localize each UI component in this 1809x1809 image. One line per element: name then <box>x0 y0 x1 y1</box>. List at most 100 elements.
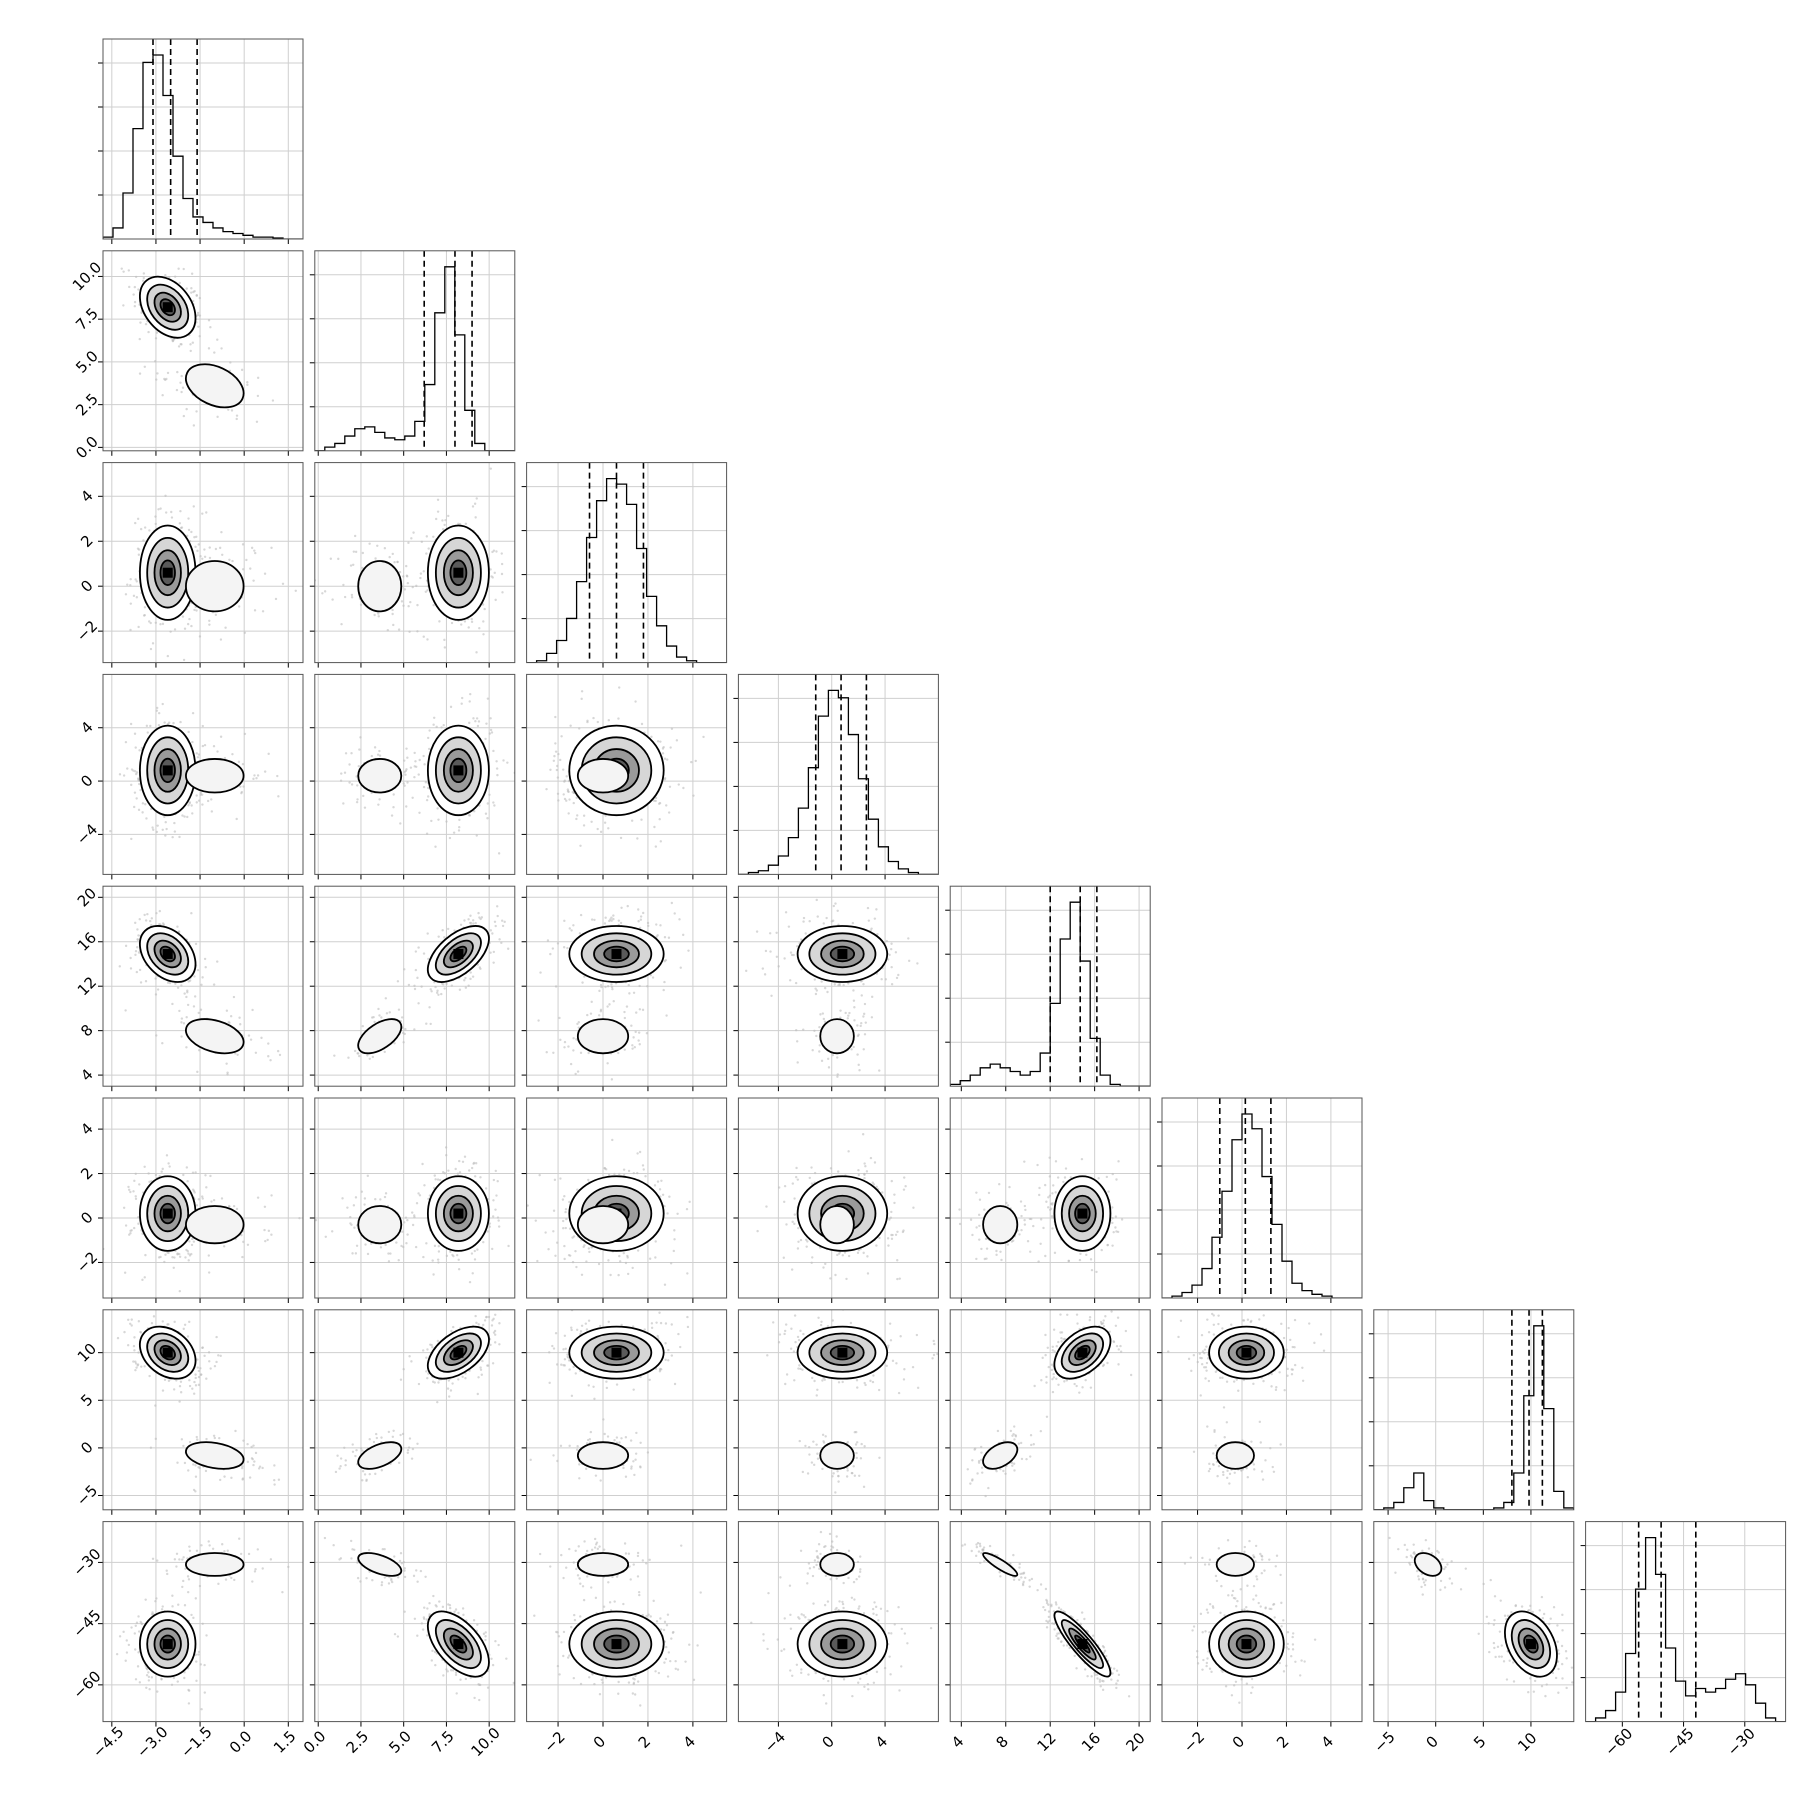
sample-point <box>496 914 499 918</box>
sample-point <box>582 814 586 817</box>
sample-point <box>583 1244 586 1247</box>
sample-point <box>568 1200 571 1204</box>
sample-point <box>799 938 803 941</box>
sample-point <box>437 1245 440 1248</box>
sample-point <box>406 756 409 759</box>
sample-point <box>137 934 140 937</box>
sample-point <box>446 927 450 931</box>
panel-content <box>745 898 919 1078</box>
sample-point <box>442 724 445 727</box>
sample-point <box>390 814 394 817</box>
sample-point <box>417 1002 420 1005</box>
sample-point <box>402 1041 405 1044</box>
sample-point <box>793 1213 796 1216</box>
sample-point <box>172 1266 175 1270</box>
sample-point <box>457 1268 461 1271</box>
density-contour <box>357 560 403 613</box>
sample-point <box>607 1259 610 1262</box>
density-panel-4-3 <box>733 885 939 1092</box>
sample-point <box>662 988 665 992</box>
panel-frame <box>102 885 304 1087</box>
density-contour <box>576 758 630 794</box>
sample-point <box>419 576 422 580</box>
sample-point <box>665 1014 668 1017</box>
sample-point <box>469 971 472 974</box>
sample-point <box>456 1172 460 1175</box>
sample-point <box>495 1194 498 1197</box>
sample-point <box>912 1206 915 1209</box>
sample-point <box>903 1176 906 1179</box>
sample-point <box>502 759 505 762</box>
sample-point <box>187 804 190 807</box>
sample-point <box>619 836 623 840</box>
sample-point <box>890 942 893 945</box>
sample-point <box>415 584 418 588</box>
sample-point <box>340 772 343 775</box>
sample-point <box>646 921 650 925</box>
sample-point <box>356 798 359 801</box>
panel-frame <box>949 885 1151 1087</box>
sample-point <box>192 299 195 303</box>
sample-point <box>198 314 202 317</box>
sample-point <box>227 408 230 411</box>
sample-point <box>496 1180 499 1183</box>
sample-point <box>346 1206 349 1209</box>
sample-point <box>842 984 845 987</box>
sample-point <box>478 627 481 630</box>
sample-point <box>180 1035 183 1038</box>
sample-point <box>745 969 748 973</box>
sample-point <box>444 518 447 522</box>
sample-point <box>496 773 499 777</box>
sample-point <box>495 550 498 553</box>
panel-content <box>333 905 519 1060</box>
sample-point <box>858 1068 861 1072</box>
sample-point <box>488 732 492 735</box>
sample-point <box>168 981 172 985</box>
sample-point <box>269 1059 272 1062</box>
sample-point <box>196 968 200 972</box>
sample-point <box>138 968 142 972</box>
sample-point <box>263 1228 266 1232</box>
sample-point <box>416 603 419 607</box>
sample-point <box>468 1169 471 1172</box>
sample-point <box>178 522 182 525</box>
sample-point <box>413 1028 416 1031</box>
sample-point <box>473 1249 476 1253</box>
sample-point <box>170 510 173 514</box>
sample-point <box>388 555 391 559</box>
panel-frame <box>526 673 728 875</box>
sample-point <box>150 917 154 920</box>
sample-point <box>484 737 487 741</box>
sample-point <box>191 1171 195 1174</box>
sample-point <box>196 756 200 759</box>
sample-point <box>563 1257 566 1261</box>
sample-point <box>193 995 197 998</box>
sample-point <box>403 968 406 971</box>
sample-point <box>164 1253 167 1256</box>
sample-point <box>161 622 165 626</box>
sample-point <box>379 1198 382 1201</box>
sample-point <box>409 766 413 769</box>
sample-point <box>187 528 191 532</box>
sample-point <box>166 722 170 726</box>
sample-point <box>148 620 151 623</box>
sample-point <box>428 729 431 732</box>
sample-point <box>148 1180 151 1184</box>
sample-point <box>577 1021 581 1024</box>
sample-point <box>222 1245 226 1248</box>
sample-point <box>521 1204 523 1206</box>
sample-point <box>517 920 519 922</box>
sample-point <box>864 1021 867 1024</box>
sample-point <box>429 988 432 991</box>
sample-point <box>626 1272 630 1276</box>
sample-point <box>196 549 199 553</box>
sample-point <box>190 804 193 807</box>
density-peak <box>453 948 464 959</box>
sample-point <box>859 1024 862 1028</box>
sample-point <box>787 925 791 928</box>
sample-point <box>672 1249 676 1253</box>
sample-point <box>422 1255 425 1259</box>
sample-point <box>599 830 603 834</box>
sample-point <box>675 739 679 742</box>
sample-point <box>763 973 767 976</box>
